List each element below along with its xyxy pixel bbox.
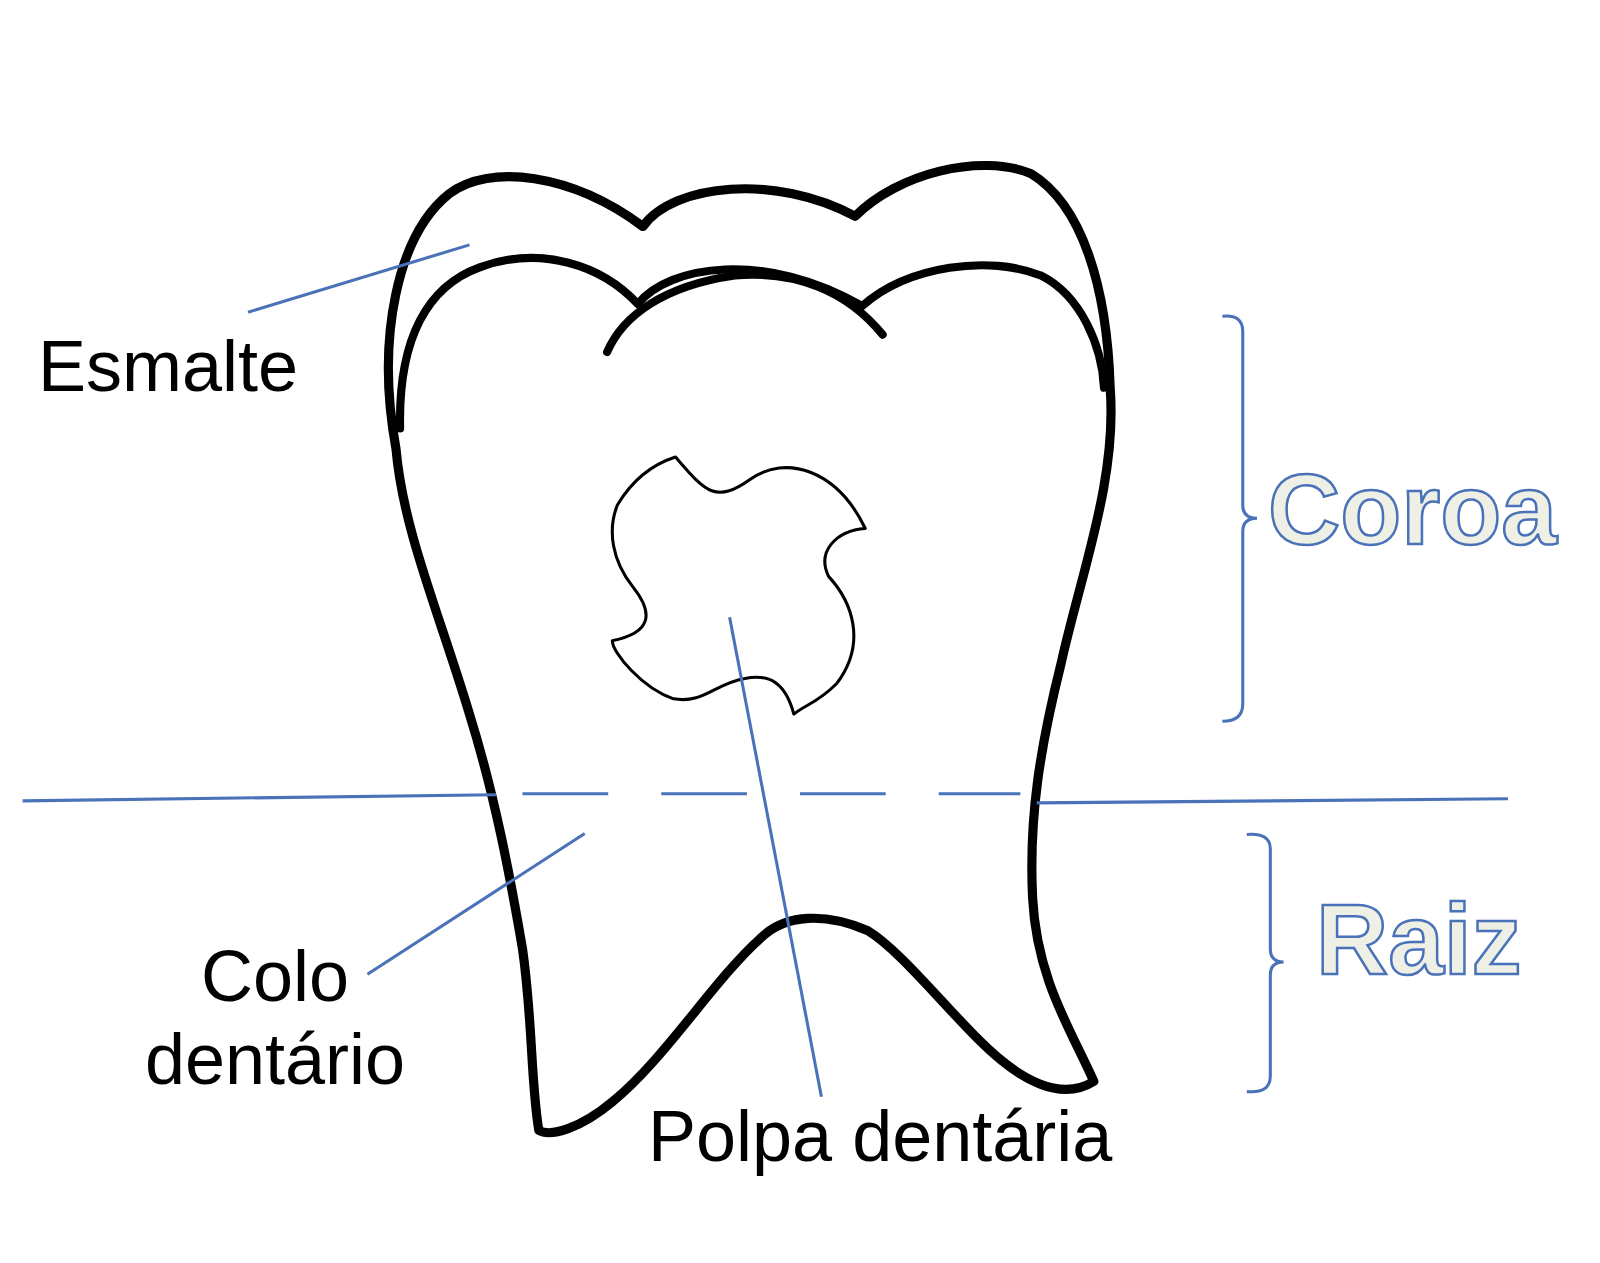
part-label: Esmalte <box>38 325 298 408</box>
region-label: Coroa <box>1268 452 1557 567</box>
gum-line-dashed <box>523 792 1021 795</box>
tooth-outline <box>389 165 1112 1132</box>
gum-line <box>23 795 496 801</box>
bracket <box>1247 834 1284 1092</box>
pulp-chamber <box>612 457 865 714</box>
part-label: Colo dentário <box>110 935 440 1101</box>
leader-line <box>248 245 469 312</box>
gum-line <box>1037 799 1508 803</box>
bracket <box>1222 316 1257 721</box>
leader-line <box>730 617 822 1096</box>
cusp-line <box>607 275 882 352</box>
part-label: Polpa dentária <box>648 1095 1112 1178</box>
leader-line <box>367 833 584 974</box>
region-label: Raiz <box>1316 882 1522 997</box>
enamel-boundary <box>400 258 1104 429</box>
